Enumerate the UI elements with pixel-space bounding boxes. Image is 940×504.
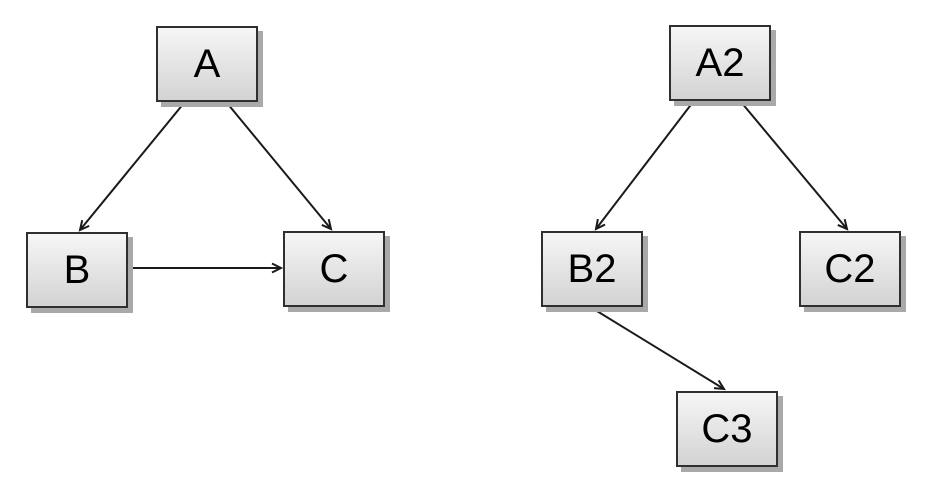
node-C: C [283, 231, 385, 307]
node-C3: C3 [676, 391, 778, 467]
edge-A2-B2 [594, 101, 694, 231]
node-label: C [319, 247, 349, 291]
edge-A-B [78, 102, 185, 232]
node-A: A [156, 26, 258, 102]
node-label: A2 [695, 41, 745, 85]
node-C2: C2 [799, 231, 901, 307]
edge-A2-C2 [740, 101, 849, 231]
node-label: B2 [567, 247, 617, 291]
node-B: B [26, 232, 128, 308]
node-label: B [63, 248, 91, 292]
edge-A-C [226, 102, 333, 231]
node-label: C2 [824, 247, 876, 291]
node-label: C3 [701, 407, 753, 451]
node-label: A [193, 42, 221, 86]
node-B2: B2 [541, 231, 643, 307]
edge-B2-C3 [591, 307, 726, 391]
node-A2: A2 [669, 25, 771, 101]
